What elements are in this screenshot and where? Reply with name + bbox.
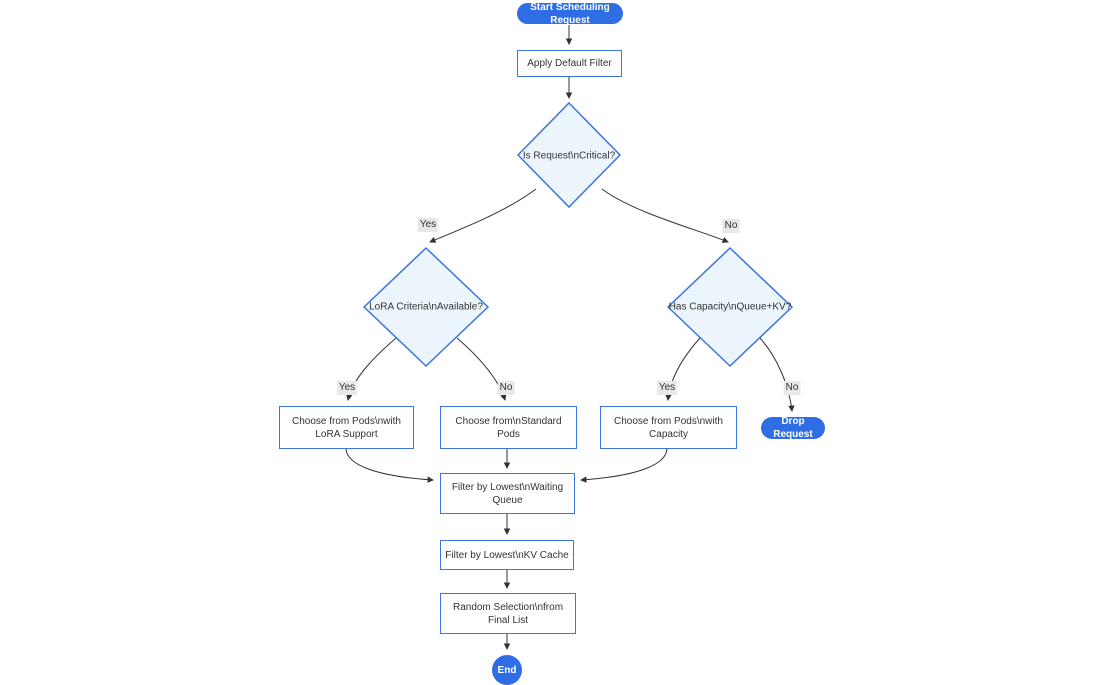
edge-label-capacity-no: No	[783, 381, 801, 395]
edge-label-lora-no: No	[497, 381, 515, 395]
edge-label-critical-yes: Yes	[417, 218, 439, 232]
choose-standard-pods-node: Choose from\nStandard Pods	[440, 406, 577, 449]
random-selection-node: Random Selection\nfrom Final List	[440, 593, 576, 634]
edge-label-lora-yes: Yes	[336, 381, 358, 395]
choose-lora-pods-node: Choose from Pods\nwith LoRA Support	[279, 406, 414, 449]
edge-critical-no	[601, 188, 729, 243]
end-node: End	[492, 655, 522, 685]
has-capacity-label: Has Capacity\nQueue+KV?	[668, 301, 792, 313]
edge-capacity-no	[759, 337, 795, 412]
choose-capacity-pods-node: Choose from Pods\nwith Capacity	[600, 406, 737, 449]
edge-label-capacity-yes: Yes	[656, 381, 678, 395]
lora-criteria-label: LoRA Criteria\nAvailable?	[369, 301, 483, 313]
filter-kv-cache-node: Filter by Lowest\nKV Cache	[440, 540, 574, 570]
drop-request-node: Drop Request	[761, 416, 825, 440]
edge-capacitypods-to-waiting	[580, 448, 668, 483]
apply-default-filter-node: Apply Default Filter	[517, 50, 622, 77]
edge-critical-yes	[429, 188, 537, 243]
start-node: Start Scheduling Request	[517, 2, 623, 26]
edge-label-critical-no: No	[722, 219, 740, 233]
edge-lorapods-to-waiting	[345, 448, 434, 483]
is-request-critical-label: Is Request\nCritical?	[522, 150, 616, 162]
filter-waiting-queue-node: Filter by Lowest\nWaiting Queue	[440, 473, 575, 514]
